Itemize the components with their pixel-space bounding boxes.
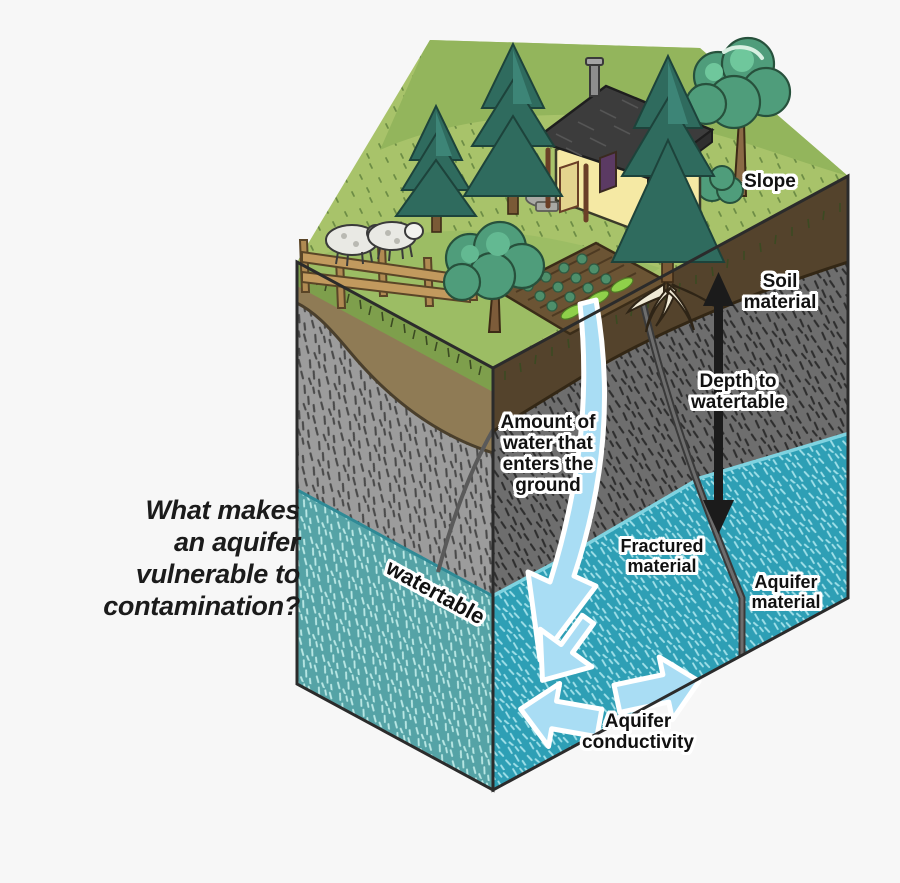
broadleaf-tree [442,220,546,333]
question-line-3: vulnerable to [135,558,300,589]
conductivity-arrow-right [611,654,702,723]
conifer-tree [394,103,478,233]
garden-plot [497,241,671,336]
question-line-4: contamination? [103,590,300,621]
depth-arrow [703,272,734,534]
sheep [325,221,424,267]
question-line-1: What makes [145,495,300,525]
label-aquifer-conductivity: Aquifer conductivity [582,711,694,753]
fence [298,239,479,309]
page-title: What makes an aquifer vulnerable to cont… [60,495,300,622]
fracture-line-left [436,429,493,573]
label-amount-of-water: Amount of water that enters the ground [500,412,596,496]
broadleaf-tree [684,36,792,197]
label-aquifer-material: Aquifer material [751,572,821,612]
question-line-2: an aquifer [173,526,300,557]
label-fractured-material: Fractured material [620,536,704,576]
label-slope: Slope [744,171,796,192]
block-outline [295,173,850,793]
infiltration-arrow [525,297,608,663]
conifer-tree [610,53,726,283]
label-depth-to-watertable: Depth to watertable [691,371,785,413]
conductivity-arrow-down-left [537,612,597,683]
label-soil-material: Soil material [743,271,817,313]
conductivity-arrow-left [518,680,605,749]
conifer-tree [462,41,564,215]
